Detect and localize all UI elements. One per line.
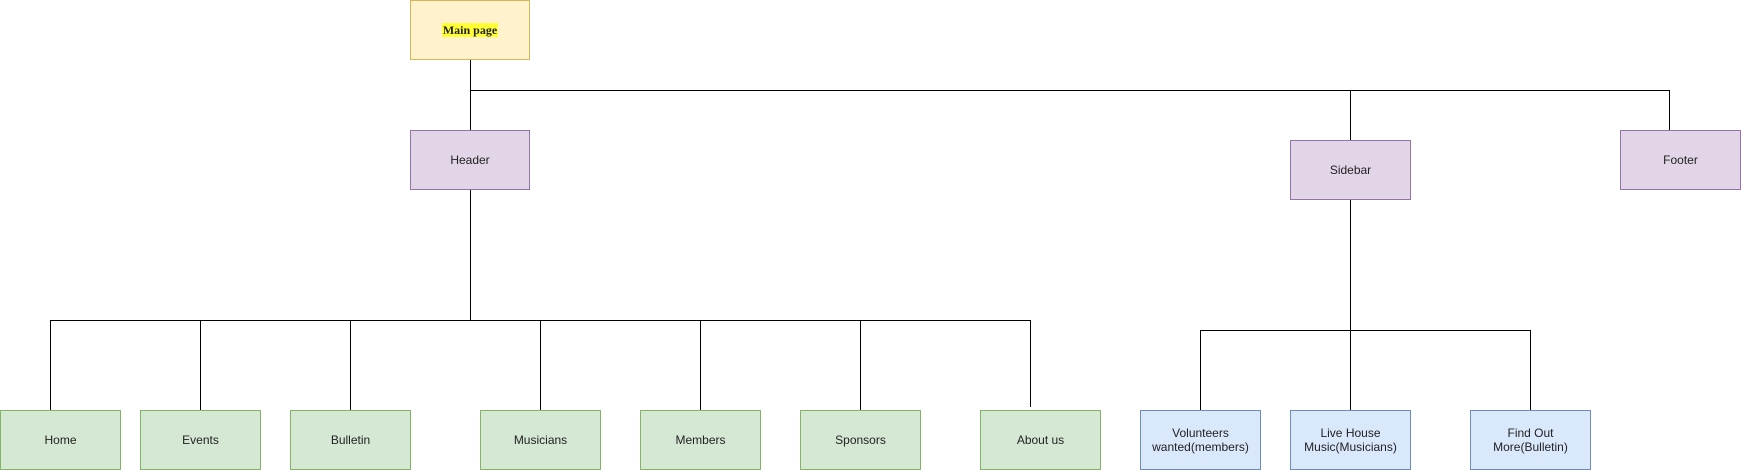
musicians-node[interactable]: Musicians <box>480 410 601 470</box>
home-node[interactable]: Home <box>0 410 121 470</box>
volunteers-node[interactable]: Volunteers wanted(members) <box>1140 410 1261 470</box>
events-label: Events <box>182 433 219 447</box>
volunteers-label-line2: wanted(members) <box>1152 440 1249 454</box>
about-us-node[interactable]: About us <box>980 410 1101 470</box>
live-house-label-line1: Live House <box>1320 426 1381 440</box>
home-label: Home <box>44 433 77 447</box>
members-node[interactable]: Members <box>640 410 761 470</box>
footer-node[interactable]: Footer <box>1620 130 1741 190</box>
bulletin-label: Bulletin <box>330 433 371 447</box>
sidebar-label: Sidebar <box>1329 163 1372 177</box>
bulletin-node[interactable]: Bulletin <box>290 410 411 470</box>
events-node[interactable]: Events <box>140 410 261 470</box>
musicians-label: Musicians <box>513 433 568 447</box>
live-house-label-line2: Music(Musicians) <box>1304 440 1397 454</box>
header-label: Header <box>450 153 490 167</box>
main-page-node[interactable]: Main page <box>410 0 530 60</box>
footer-label: Footer <box>1663 153 1698 167</box>
main-page-label: Main page <box>441 23 499 37</box>
volunteers-label-line1: Volunteers <box>1172 426 1229 440</box>
find-out-node[interactable]: Find Out More(Bulletin) <box>1470 410 1591 470</box>
sponsors-node[interactable]: Sponsors <box>800 410 921 470</box>
find-out-label-line2: More(Bulletin) <box>1493 440 1568 454</box>
about-us-label: About us <box>1016 433 1065 447</box>
live-house-node[interactable]: Live House Music(Musicians) <box>1290 410 1411 470</box>
header-node[interactable]: Header <box>410 130 530 190</box>
members-label: Members <box>675 433 726 447</box>
sponsors-label: Sponsors <box>835 433 886 447</box>
sidebar-node[interactable]: Sidebar <box>1290 140 1411 200</box>
find-out-label-line1: Find Out <box>1507 426 1554 440</box>
